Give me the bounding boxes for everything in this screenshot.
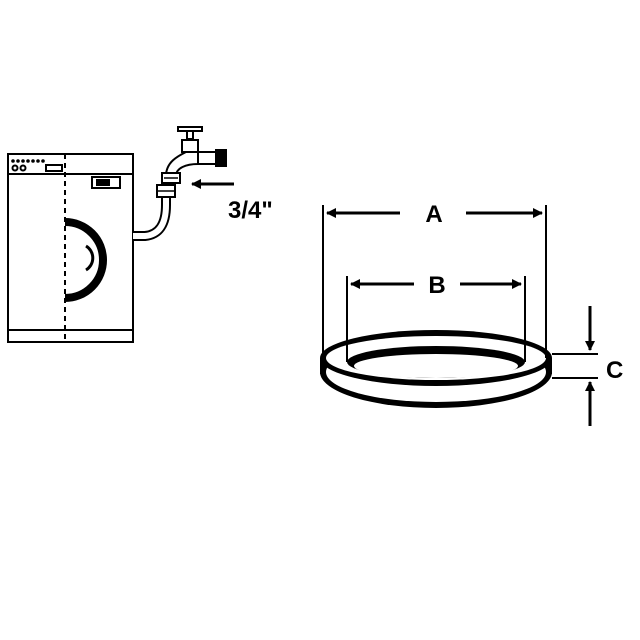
fitting-size-callout: 3/4" bbox=[191, 179, 273, 224]
outer-diameter-label: A bbox=[425, 201, 442, 228]
dimension-c bbox=[552, 306, 598, 426]
dimension-b bbox=[346, 276, 526, 362]
inlet-hose-icon bbox=[133, 184, 176, 241]
fitting-size-label: 3/4" bbox=[228, 197, 273, 224]
water-faucet-icon bbox=[161, 126, 227, 184]
dimension-a bbox=[322, 205, 547, 358]
thickness-label: C bbox=[606, 357, 623, 384]
hose-washer-icon bbox=[320, 330, 552, 408]
inner-diameter-label: B bbox=[428, 272, 445, 299]
washing-machine-icon bbox=[7, 153, 134, 343]
